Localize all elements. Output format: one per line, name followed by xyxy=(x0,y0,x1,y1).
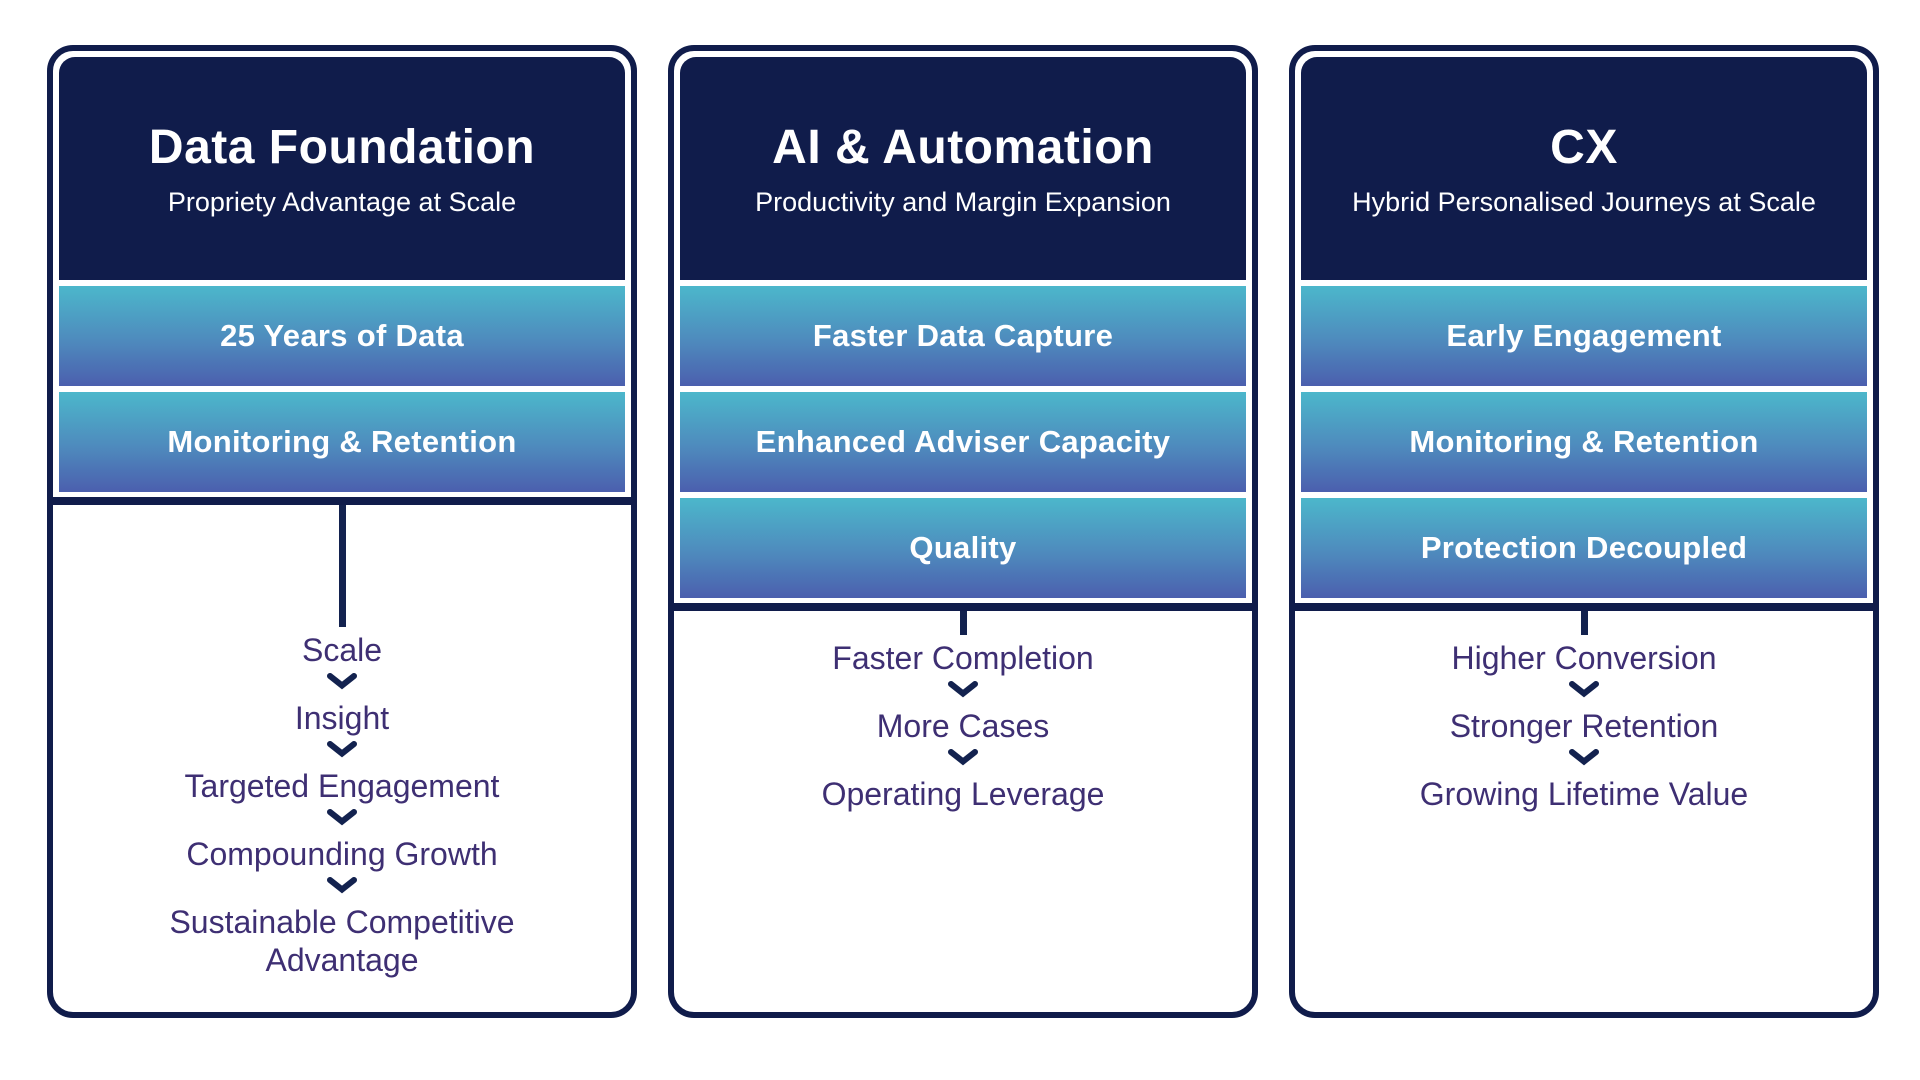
card-top-section: CX Hybrid Personalised Journeys at Scale… xyxy=(1295,51,1873,598)
flow-step: Faster Completion xyxy=(832,640,1094,676)
flow-step: Insight xyxy=(294,700,390,736)
outcome-flow: Higher Conversion Stronger Retention Gro… xyxy=(1295,611,1873,1012)
flow-step: Targeted Engagement xyxy=(184,768,500,804)
connector-line xyxy=(338,505,346,627)
flow-step: Sustainable Competitive Advantage xyxy=(169,904,515,978)
flow-step: Growing Lifetime Value xyxy=(1419,776,1749,812)
chevron-down-icon xyxy=(948,681,978,698)
card-header: Data Foundation Propriety Advantage at S… xyxy=(59,57,625,280)
chevron-down-icon xyxy=(327,741,357,758)
section-divider xyxy=(674,603,1252,611)
pillar-bar: Enhanced Adviser Capacity xyxy=(680,392,1246,492)
section-divider xyxy=(1295,603,1873,611)
pillar-bar-label: Monitoring & Retention xyxy=(167,424,517,459)
flow-step: Higher Conversion xyxy=(1451,640,1717,676)
pillar-bar-label: Enhanced Adviser Capacity xyxy=(755,424,1171,459)
outcome-flow: Scale Insight Targeted Engagement Compou… xyxy=(53,505,631,1012)
card-subtitle: Productivity and Margin Expansion xyxy=(755,186,1171,217)
connector-line xyxy=(959,611,967,635)
card-cx: CX Hybrid Personalised Journeys at Scale… xyxy=(1289,45,1879,1018)
pillar-bar: Monitoring & Retention xyxy=(59,392,625,492)
chevron-down-icon xyxy=(327,877,357,894)
card-data-foundation: Data Foundation Propriety Advantage at S… xyxy=(47,45,637,1018)
card-title: Data Foundation xyxy=(148,120,536,174)
card-header: CX Hybrid Personalised Journeys at Scale xyxy=(1301,57,1867,280)
card-title: AI & Automation xyxy=(772,120,1154,174)
pillar-bar: 25 Years of Data xyxy=(59,286,625,386)
card-header: AI & Automation Productivity and Margin … xyxy=(680,57,1246,280)
card-title: CX xyxy=(1550,120,1618,174)
card-subtitle: Propriety Advantage at Scale xyxy=(167,186,517,217)
pillar-bar-label: Monitoring & Retention xyxy=(1409,424,1759,459)
card-top-section: Data Foundation Propriety Advantage at S… xyxy=(53,51,631,492)
flow-step: Compounding Growth xyxy=(186,836,498,872)
outcome-flow: Faster Completion More Cases Operating L… xyxy=(674,611,1252,1012)
chevron-down-icon xyxy=(327,673,357,690)
flow-step: Scale xyxy=(301,632,383,668)
pillar-bar-label: Quality xyxy=(909,530,1017,565)
connector-line xyxy=(1580,611,1588,635)
card-subtitle: Hybrid Personalised Journeys at Scale xyxy=(1352,186,1816,217)
flow-step: Operating Leverage xyxy=(821,776,1105,812)
card-ai-automation: AI & Automation Productivity and Margin … xyxy=(668,45,1258,1018)
flow-step: Stronger Retention xyxy=(1449,708,1719,744)
section-divider xyxy=(53,497,631,505)
pillar-bar: Early Engagement xyxy=(1301,286,1867,386)
pillar-bar: Faster Data Capture xyxy=(680,286,1246,386)
chevron-down-icon xyxy=(1569,681,1599,698)
chevron-down-icon xyxy=(948,749,978,766)
card-top-section: AI & Automation Productivity and Margin … xyxy=(674,51,1252,598)
chevron-down-icon xyxy=(1569,749,1599,766)
pillar-bar-label: Faster Data Capture xyxy=(812,318,1114,353)
chevron-down-icon xyxy=(327,809,357,826)
pillar-bar: Quality xyxy=(680,498,1246,598)
pillar-bar-label: Early Engagement xyxy=(1446,318,1722,353)
pillar-bar-label: 25 Years of Data xyxy=(220,318,464,353)
flow-step: More Cases xyxy=(876,708,1050,744)
pillar-bar: Protection Decoupled xyxy=(1301,498,1867,598)
pillar-bar: Monitoring & Retention xyxy=(1301,392,1867,492)
pillar-bar-label: Protection Decoupled xyxy=(1420,530,1748,565)
